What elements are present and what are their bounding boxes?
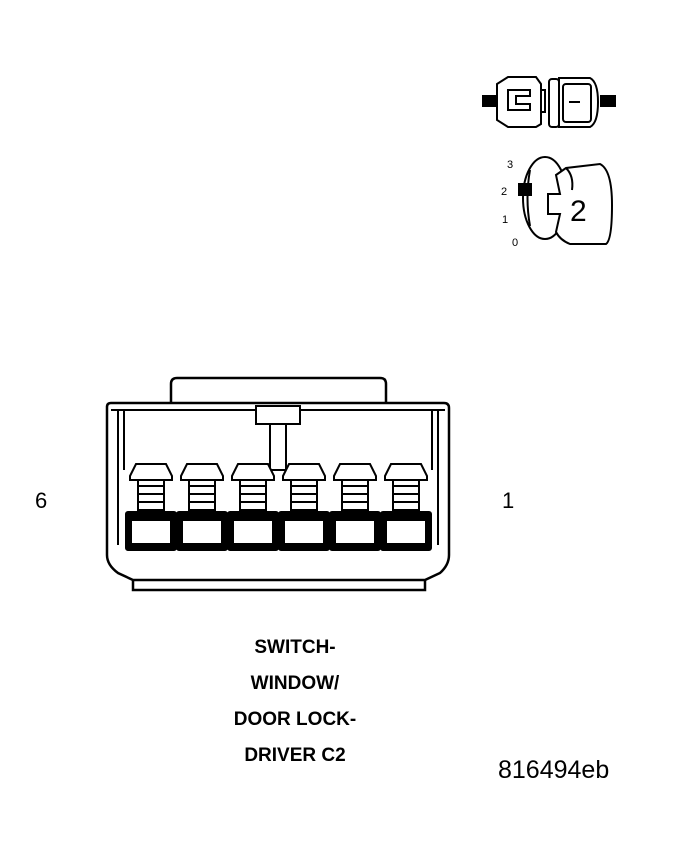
pin-label-right: 1 [502, 488, 515, 513]
reference-code: 816494eb [498, 756, 610, 784]
title-line: SWITCH- [254, 637, 336, 658]
title-line: DRIVER C2 [244, 745, 346, 766]
title-line: WINDOW/ [250, 673, 340, 694]
connector-pair-icon [482, 76, 616, 128]
pin-cavity [278, 463, 330, 551]
pin-cavity [380, 463, 432, 551]
pin-cavity [329, 463, 381, 551]
connector-title: SWITCH- WINDOW/ DOOR LOCK- DRIVER C2 [195, 630, 395, 774]
pin-cavity [176, 463, 228, 551]
key-number: 2 [570, 195, 587, 228]
key-position-2: 2 [501, 186, 507, 198]
key-position-1: 1 [502, 214, 508, 226]
pin-cavity [227, 463, 279, 551]
pin-cavities [125, 463, 432, 551]
pin-label-left: 6 [35, 488, 48, 513]
key-position-0: 0 [512, 237, 518, 249]
key-position-icon: 3 2 1 0 2 [501, 156, 614, 249]
key-position-3: 3 [507, 159, 513, 171]
pin-cavity [125, 463, 177, 551]
title-line: DOOR LOCK- [233, 709, 357, 730]
